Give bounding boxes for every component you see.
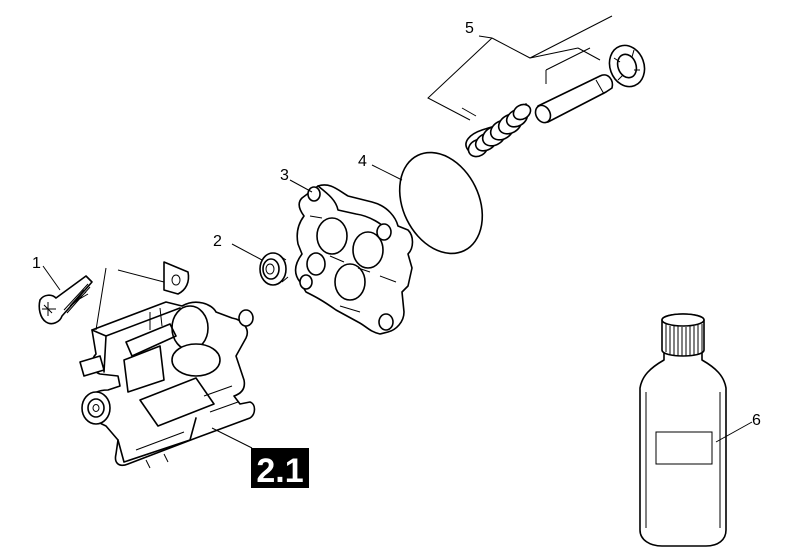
callout-1: 1 xyxy=(32,255,41,272)
leader-line-4 xyxy=(371,164,403,181)
part-2-1-pump-housing[interactable] xyxy=(79,261,256,469)
part-6-oil-bottle[interactable] xyxy=(639,313,727,547)
callout-4: 4 xyxy=(358,153,367,170)
part-5-spring xyxy=(465,103,532,158)
part-5-retaining-ring xyxy=(608,44,646,88)
part-3-valve-plate[interactable] xyxy=(294,184,414,335)
part-2-seal-ring[interactable] xyxy=(259,252,289,286)
part-5-piston xyxy=(534,74,614,124)
callout-5: 5 xyxy=(465,20,474,37)
callout-6: 6 xyxy=(752,412,761,429)
leader-line-2 xyxy=(231,243,263,261)
leader-line-5 xyxy=(478,35,493,39)
leader-line-2-1 xyxy=(211,427,253,449)
callout-3: 3 xyxy=(280,167,289,184)
assembly-badge-2-1: 2.1 xyxy=(251,448,309,490)
part-4-o-ring[interactable] xyxy=(384,139,499,268)
leader-line-1 xyxy=(42,265,61,291)
part-1-screw[interactable] xyxy=(38,275,93,325)
assembly-label: 2.1 xyxy=(256,452,303,490)
callout-2: 2 xyxy=(213,233,222,250)
leader-line-3 xyxy=(289,179,313,193)
part-5-piston-kit[interactable] xyxy=(427,15,650,160)
leader-line-6 xyxy=(715,421,753,443)
